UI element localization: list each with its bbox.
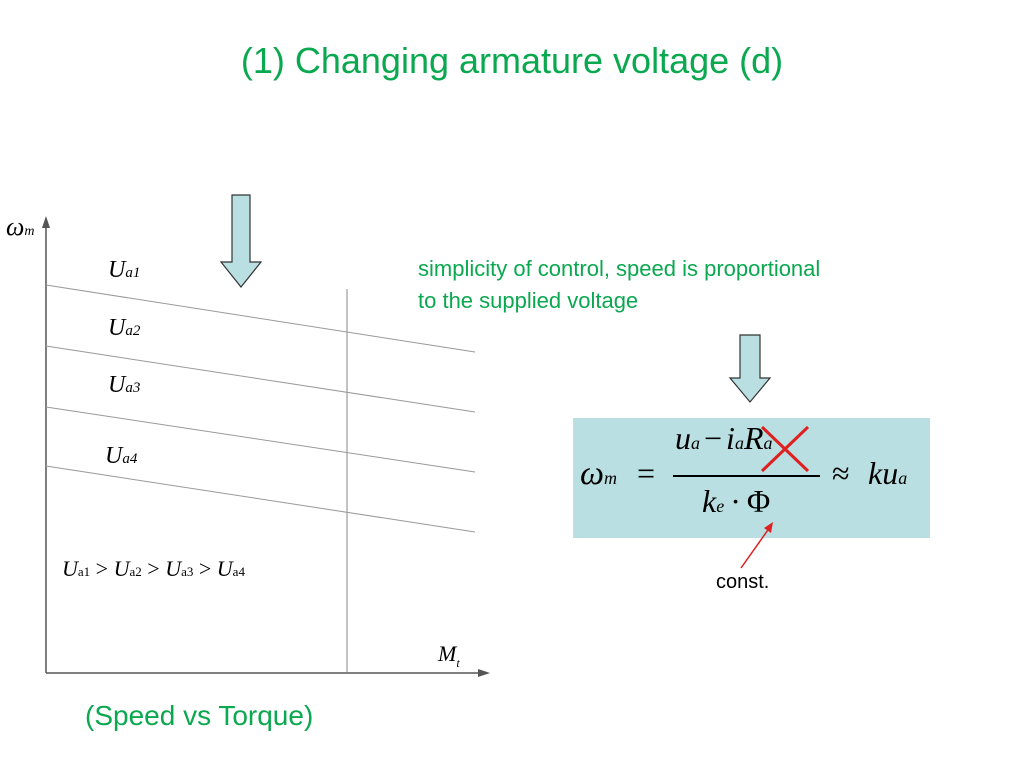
num-u: u (675, 420, 691, 456)
ineq-gt: > (198, 556, 212, 581)
y-axis-label: ωm (6, 212, 34, 242)
formula-approx: ≈ (832, 455, 850, 491)
curve-label-ua1: Ua1 (108, 257, 140, 284)
ineq-u: U (216, 556, 233, 581)
curve-ua2 (45, 345, 476, 413)
ineq-sub: a1 (77, 564, 91, 579)
ineq-u: U (113, 556, 130, 581)
formula-denominator: ke·Φ (702, 483, 770, 520)
formula-box (573, 418, 930, 538)
rhs-ku: ku (868, 455, 899, 491)
ineq-sub: a3 (181, 564, 194, 579)
den-dot: · (730, 483, 741, 519)
ineq-gt: > (95, 556, 109, 581)
num-i-sub: a (734, 433, 744, 453)
curve-label-ua4: Ua4 (105, 443, 137, 470)
fraction-bar (673, 475, 820, 477)
x-axis-arrowhead (478, 669, 490, 677)
curve-symbol: U (108, 257, 126, 283)
omega-symbol: ω (580, 455, 605, 492)
num-r: R (743, 420, 764, 456)
const-pointer-line (740, 526, 771, 569)
curve-label-ua3: Ua3 (108, 372, 140, 399)
num-u-sub: a (691, 433, 700, 453)
ineq-u: U (165, 556, 182, 581)
const-label: const. (716, 571, 770, 593)
y-axis-arrowhead (42, 216, 50, 228)
formula-equals: = (637, 455, 656, 491)
den-k-sub: e (716, 496, 725, 516)
voltage-inequality: Ua1 > Ua2 > Ua3 > Ua4 (62, 556, 245, 582)
const-pointer-head (764, 522, 773, 533)
cross-stroke-2 (760, 425, 810, 473)
num-minus: − (704, 420, 723, 456)
note-line-1: simplicity of control, speed is proporti… (418, 256, 821, 281)
curve-ua3 (45, 406, 476, 473)
formula-lhs: ωm (580, 455, 617, 493)
diagram-caption: (Speed vs Torque) (85, 700, 314, 731)
x-axis-sub: t (456, 656, 460, 670)
curve-sub: a3 (125, 380, 141, 396)
curve-sub: a1 (125, 265, 141, 281)
curve-sub: a2 (125, 323, 141, 339)
curve-symbol: U (105, 443, 123, 469)
omega-sub: m (604, 468, 618, 488)
curve-ua1 (45, 284, 476, 353)
x-axis-label: Mt (438, 641, 460, 670)
ineq-u: U (62, 556, 78, 581)
page-title: (1) Changing armature voltage (d) (240, 40, 784, 81)
ineq-sub: a2 (129, 564, 142, 579)
curve-label-ua2: Ua2 (108, 315, 140, 342)
note-line-2: to the supplied voltage (418, 288, 639, 313)
formula-numerator: ua−iaRa (675, 420, 772, 457)
curve-symbol: U (108, 372, 126, 398)
y-axis-sub: m (24, 224, 35, 239)
ineq-gt: > (147, 556, 160, 581)
ineq-sub: a4 (232, 564, 245, 579)
y-axis-symbol: ω (6, 212, 25, 241)
num-i: i (726, 420, 735, 456)
down-arrow-graph (219, 194, 263, 288)
formula-rhs: kua (868, 455, 907, 492)
curve-symbol: U (108, 315, 126, 341)
den-phi: Φ (746, 483, 771, 519)
note-text: simplicity of control, speed is proporti… (418, 253, 978, 317)
rhs-sub: a (898, 468, 908, 488)
down-arrow-formula (728, 334, 772, 403)
curve-sub: a4 (122, 451, 138, 467)
curve-ua4 (45, 465, 476, 533)
den-k: k (702, 483, 717, 519)
x-axis-symbol: M (438, 641, 457, 666)
num-r-sub: a (763, 433, 773, 453)
